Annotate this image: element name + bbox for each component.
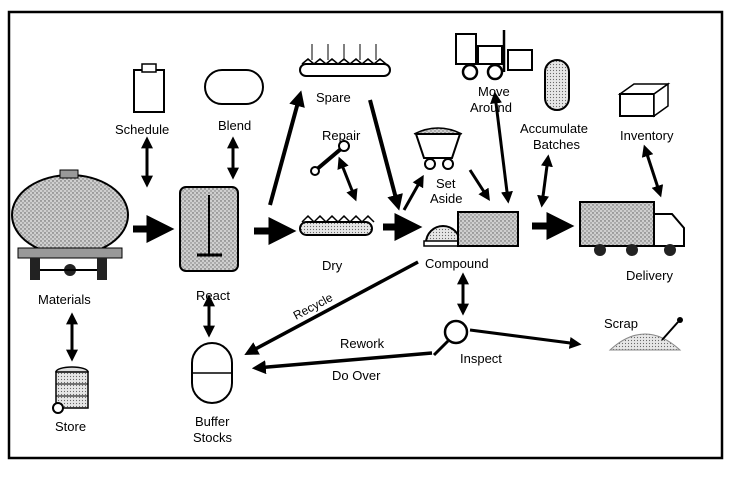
label-move-line1: Move: [478, 84, 510, 99]
label-repair: Repair: [322, 128, 361, 143]
label-blend: Blend: [218, 118, 251, 133]
label-react: React: [196, 288, 230, 303]
arrow-compound-to-set-aside: [404, 178, 422, 210]
label-accumulate-line2: Batches: [533, 137, 580, 152]
reactor-vessel-icon: [180, 187, 238, 271]
arrow-repair: [340, 160, 355, 198]
label-spare: Spare: [316, 90, 351, 105]
label-set-aside-line2: Aside: [430, 191, 463, 206]
label-rework: Rework: [340, 336, 385, 351]
label-compound: Compound: [425, 256, 489, 271]
label-store: Store: [55, 419, 86, 434]
forklift-icon: [456, 30, 532, 79]
arrow-scrap: [470, 330, 578, 344]
conveyor-icon: [300, 44, 390, 76]
label-schedule: Schedule: [115, 122, 169, 137]
label-set-aside-line1: Set: [436, 176, 456, 191]
dryer-conveyor-icon: [300, 216, 374, 235]
label-inspect: Inspect: [460, 351, 502, 366]
compound-machine-icon: [424, 212, 518, 246]
arrow-rework: [256, 353, 432, 368]
label-do-over: Do Over: [332, 368, 381, 383]
label-materials: Materials: [38, 292, 91, 307]
label-delivery: Delivery: [626, 268, 673, 283]
arrow-recycle: [248, 262, 418, 353]
tanker-icon: [12, 170, 128, 280]
arrow-react-to-spare: [270, 95, 300, 205]
mine-cart-icon: [414, 128, 462, 169]
label-scrap: Scrap: [604, 316, 638, 331]
arrow-accumulate: [542, 158, 548, 204]
arrow-spare-to-compound: [370, 100, 398, 206]
arrow-set-aside: [470, 170, 488, 198]
label-dry: Dry: [322, 258, 343, 273]
label-accumulate-line1: Accumulate: [520, 121, 588, 136]
buffer-tank-icon: [192, 343, 232, 403]
clipboard-icon: [134, 64, 164, 112]
label-move-line2: Around: [470, 100, 512, 115]
label-buffer-line2: Stocks: [193, 430, 233, 445]
silo-icon: [545, 60, 569, 110]
blend-capsule-icon: [205, 70, 263, 104]
drum-icon: [53, 367, 88, 413]
inventory-box-icon: [620, 84, 668, 116]
arrow-inventory: [645, 148, 660, 194]
delivery-truck-icon: [580, 202, 684, 256]
label-buffer-line1: Buffer: [195, 414, 230, 429]
label-inventory: Inventory: [620, 128, 674, 143]
magnifier-icon: [434, 321, 467, 355]
